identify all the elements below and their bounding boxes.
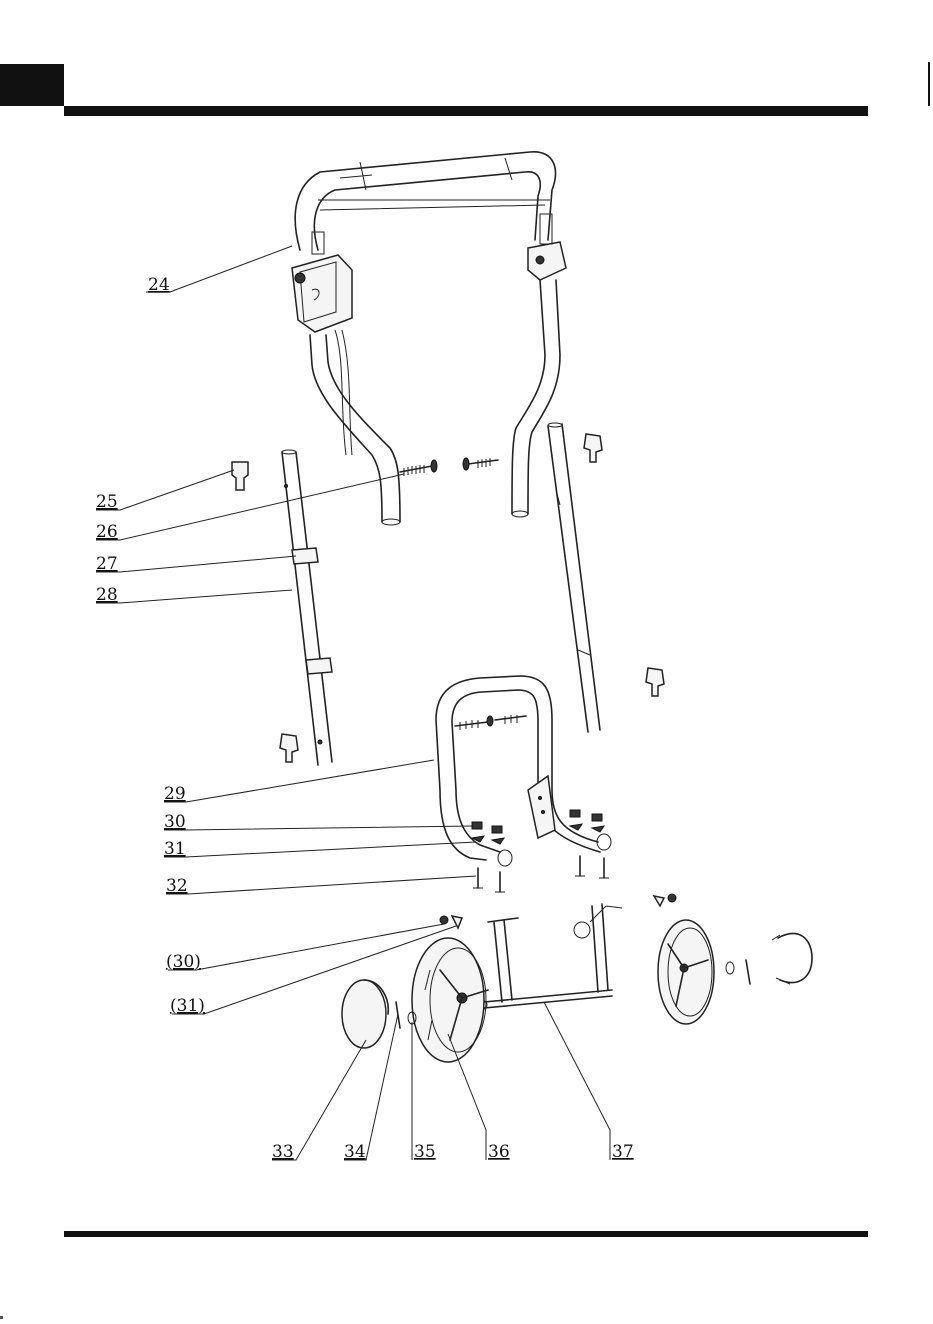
knob-right-mid [646,668,664,696]
label-25: 25 [96,492,118,512]
knob-left-low [280,734,298,762]
label-34: 34 [344,1142,366,1162]
axle [481,904,622,1009]
label-27: 27 [96,554,118,574]
label-33: 33 [272,1142,294,1162]
label-31: 31 [164,839,186,859]
nut-clip-left [440,894,676,928]
knob-right-top [584,434,602,462]
label-37: 37 [612,1142,634,1162]
label-35: 35 [414,1142,436,1162]
bolts-upper [400,458,498,476]
wheel-right [658,920,812,1024]
label-32: 32 [166,876,188,896]
label-31-alt: (31) [170,996,205,1016]
hubcap-parts [342,980,416,1048]
upper-handle [292,152,566,525]
label-29: 29 [164,784,186,804]
label-28: 28 [96,585,118,605]
bolts-32 [473,856,609,892]
label-26: 26 [96,522,118,542]
label-30: 30 [164,812,186,832]
lower-tube-right [548,423,600,732]
wheel-left [412,938,488,1062]
label-30-alt: (30) [166,952,201,972]
label-36: 36 [488,1142,510,1162]
knob-25 [232,462,248,490]
label-24: 24 [148,275,170,295]
lower-tube-left [282,450,332,765]
